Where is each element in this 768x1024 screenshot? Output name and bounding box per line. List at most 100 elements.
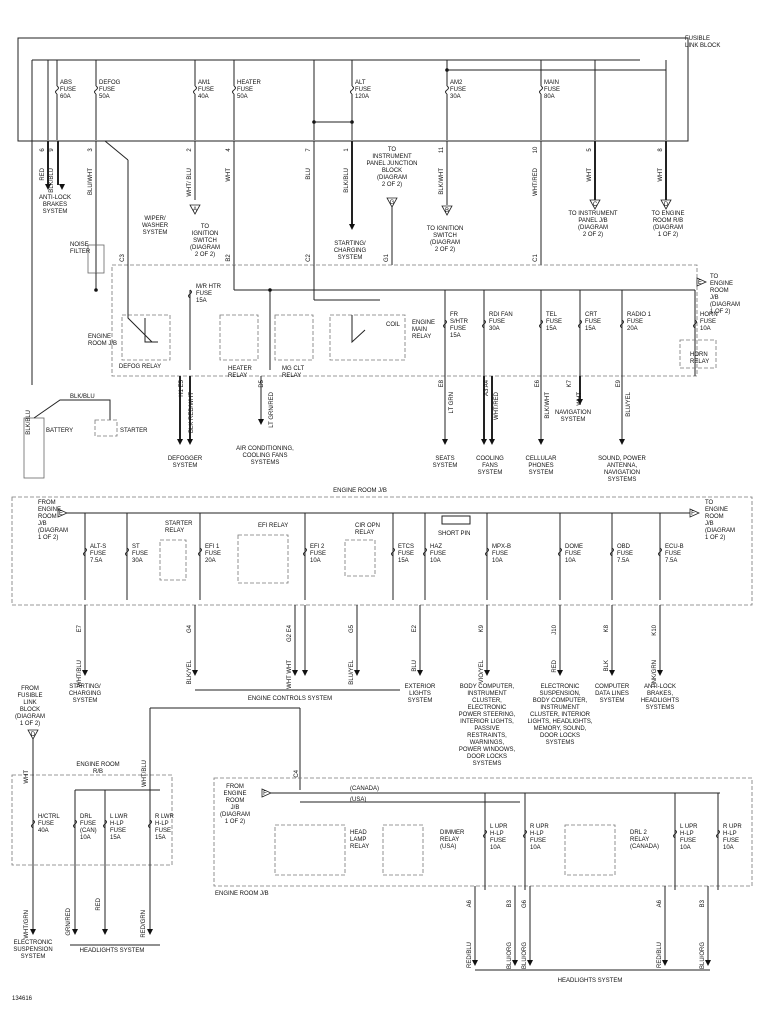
arrow: [489, 439, 495, 445]
system-ref: MEMORY, SOUND,: [534, 726, 587, 732]
relay-label: CIR OPN: [355, 523, 380, 529]
system-ref: BODY COMPUTER,: [460, 684, 515, 690]
connector-letter: D: [31, 732, 36, 738]
relay-label: RELAY: [350, 844, 369, 850]
system-ref: CHARGING: [334, 248, 367, 254]
fusible-block-title: FUSIBLE: [685, 36, 710, 42]
connector-tri: [386, 197, 398, 208]
connector-tri: [689, 508, 700, 518]
system-ref: CLUSTER,: [472, 698, 502, 704]
fuse-symbol: [232, 85, 236, 95]
arrow: [442, 439, 448, 445]
relay-label: (CANADA): [630, 844, 659, 850]
from-note: FROM: [21, 686, 39, 692]
system-ref: SYSTEM: [143, 230, 168, 236]
system-ref: SYSTEM: [21, 954, 46, 960]
system-ref: PASSIVE: [474, 726, 499, 732]
variant-label: (CANADA): [350, 786, 379, 792]
relay-efi: [237, 534, 289, 584]
rb-label: ENGINE ROOM: [76, 762, 119, 768]
pin-number: E6: [535, 379, 541, 387]
system-ref: (DIAGRAM: [578, 225, 608, 231]
wire: [144, 318, 158, 343]
system-ref: IGNITION: [192, 231, 219, 237]
arrow: [512, 960, 518, 966]
fuse-label: 7.5A: [617, 558, 629, 564]
relay-switch: [127, 290, 153, 343]
system-ref: CLUSTER, INTERIOR: [530, 712, 591, 718]
arrow: [577, 399, 583, 405]
fuse-label: 15A: [585, 326, 596, 332]
wire-color: GRN/RED: [66, 907, 72, 935]
system-ref: SYSTEMS: [546, 740, 575, 746]
arrow: [147, 929, 153, 935]
pin-number: 7: [306, 148, 312, 152]
engine-room-jb-2: [11, 496, 753, 606]
wire-color: VIO/YEL: [479, 659, 485, 683]
wire-color: BLU: [412, 660, 418, 672]
connector-tri: [696, 277, 707, 287]
system-ref: SUSPENSION,: [539, 691, 580, 697]
relay-label: MG CLT: [282, 366, 305, 372]
arrow: [481, 439, 487, 445]
pin-number: G5: [349, 624, 355, 633]
wire-color: WHT: [226, 168, 232, 182]
fuse-label: FUSE: [544, 87, 560, 93]
wire-color: BLK/WHT: [439, 168, 445, 195]
fuse-label: FUSE: [665, 551, 681, 557]
pin-number: G6: [522, 899, 528, 908]
relay-label: RELAY: [282, 373, 301, 379]
connector-letter: F: [263, 791, 267, 797]
arrow: [45, 184, 51, 190]
wire-color: BLK/WHT: [545, 392, 551, 419]
splice-dot: [94, 288, 98, 292]
system-ref: 2 OF 2): [435, 247, 455, 253]
connector-letter: E: [59, 511, 63, 517]
fuse-label: FUSE: [492, 551, 508, 557]
system-ref: HEADLIGHTS: [641, 698, 679, 704]
wire-color: BLU/WHT: [88, 168, 94, 195]
system-ref: ELECTRONIC: [541, 684, 580, 690]
arrow: [609, 670, 615, 676]
from-note: (DIAGRAM: [15, 714, 45, 720]
system-ref: LIGHTS: [409, 691, 431, 697]
fuse-label: ALT: [355, 80, 366, 86]
wire-color: BLK/BLU: [49, 168, 55, 193]
arrow: [417, 670, 423, 676]
pin-number: E9: [616, 379, 622, 387]
engine-room-jb-3: [213, 777, 753, 887]
fuse-label: DEFOG: [99, 80, 121, 86]
fuse-label: 10A: [700, 326, 711, 332]
pin-number: 4: [226, 148, 232, 152]
system-ref: EXTERIOR: [405, 684, 436, 690]
system-ref: HEADLIGHTS SYSTEM: [558, 978, 623, 984]
fuse-label: 15A: [398, 558, 409, 564]
relay-label: COIL: [386, 322, 401, 328]
connector-tri: [57, 508, 68, 518]
system-ref: NAVIGATION: [555, 410, 591, 416]
pin-number: 11: [439, 146, 445, 153]
battery-starter-wire: [33, 399, 111, 420]
system-ref: DEFOGGER: [168, 456, 203, 462]
system-ref: PANEL JUNCTION: [366, 161, 417, 167]
fuse-label: 120A: [355, 94, 369, 100]
connector-tri: [189, 204, 201, 215]
system-ref: COMPUTER: [595, 684, 630, 690]
system-ref: RESTRAINTS,: [467, 733, 507, 739]
fuse-label: MAIN: [544, 80, 559, 86]
pin-number: 6: [40, 148, 46, 152]
wire: [104, 140, 129, 161]
fuse-label: H-LP: [680, 831, 694, 837]
system-ref: INSTRUMENT: [540, 705, 580, 711]
variant-label: (USA): [350, 797, 366, 803]
system-ref: SOUND, POWER: [598, 456, 646, 462]
fuse-label: FUSE: [155, 828, 171, 834]
pin-number: K9: [479, 624, 485, 632]
connector-letter: E: [698, 280, 702, 286]
system-ref: TO IGNITION: [427, 226, 464, 232]
system-ref: TO ENGINE: [652, 211, 685, 217]
system-ref: COOLING FANS: [242, 453, 287, 459]
fuse-label: FUSE: [450, 87, 466, 93]
system-ref: (DIAGRAM: [377, 175, 407, 181]
relay-cir-opn: [344, 539, 376, 577]
